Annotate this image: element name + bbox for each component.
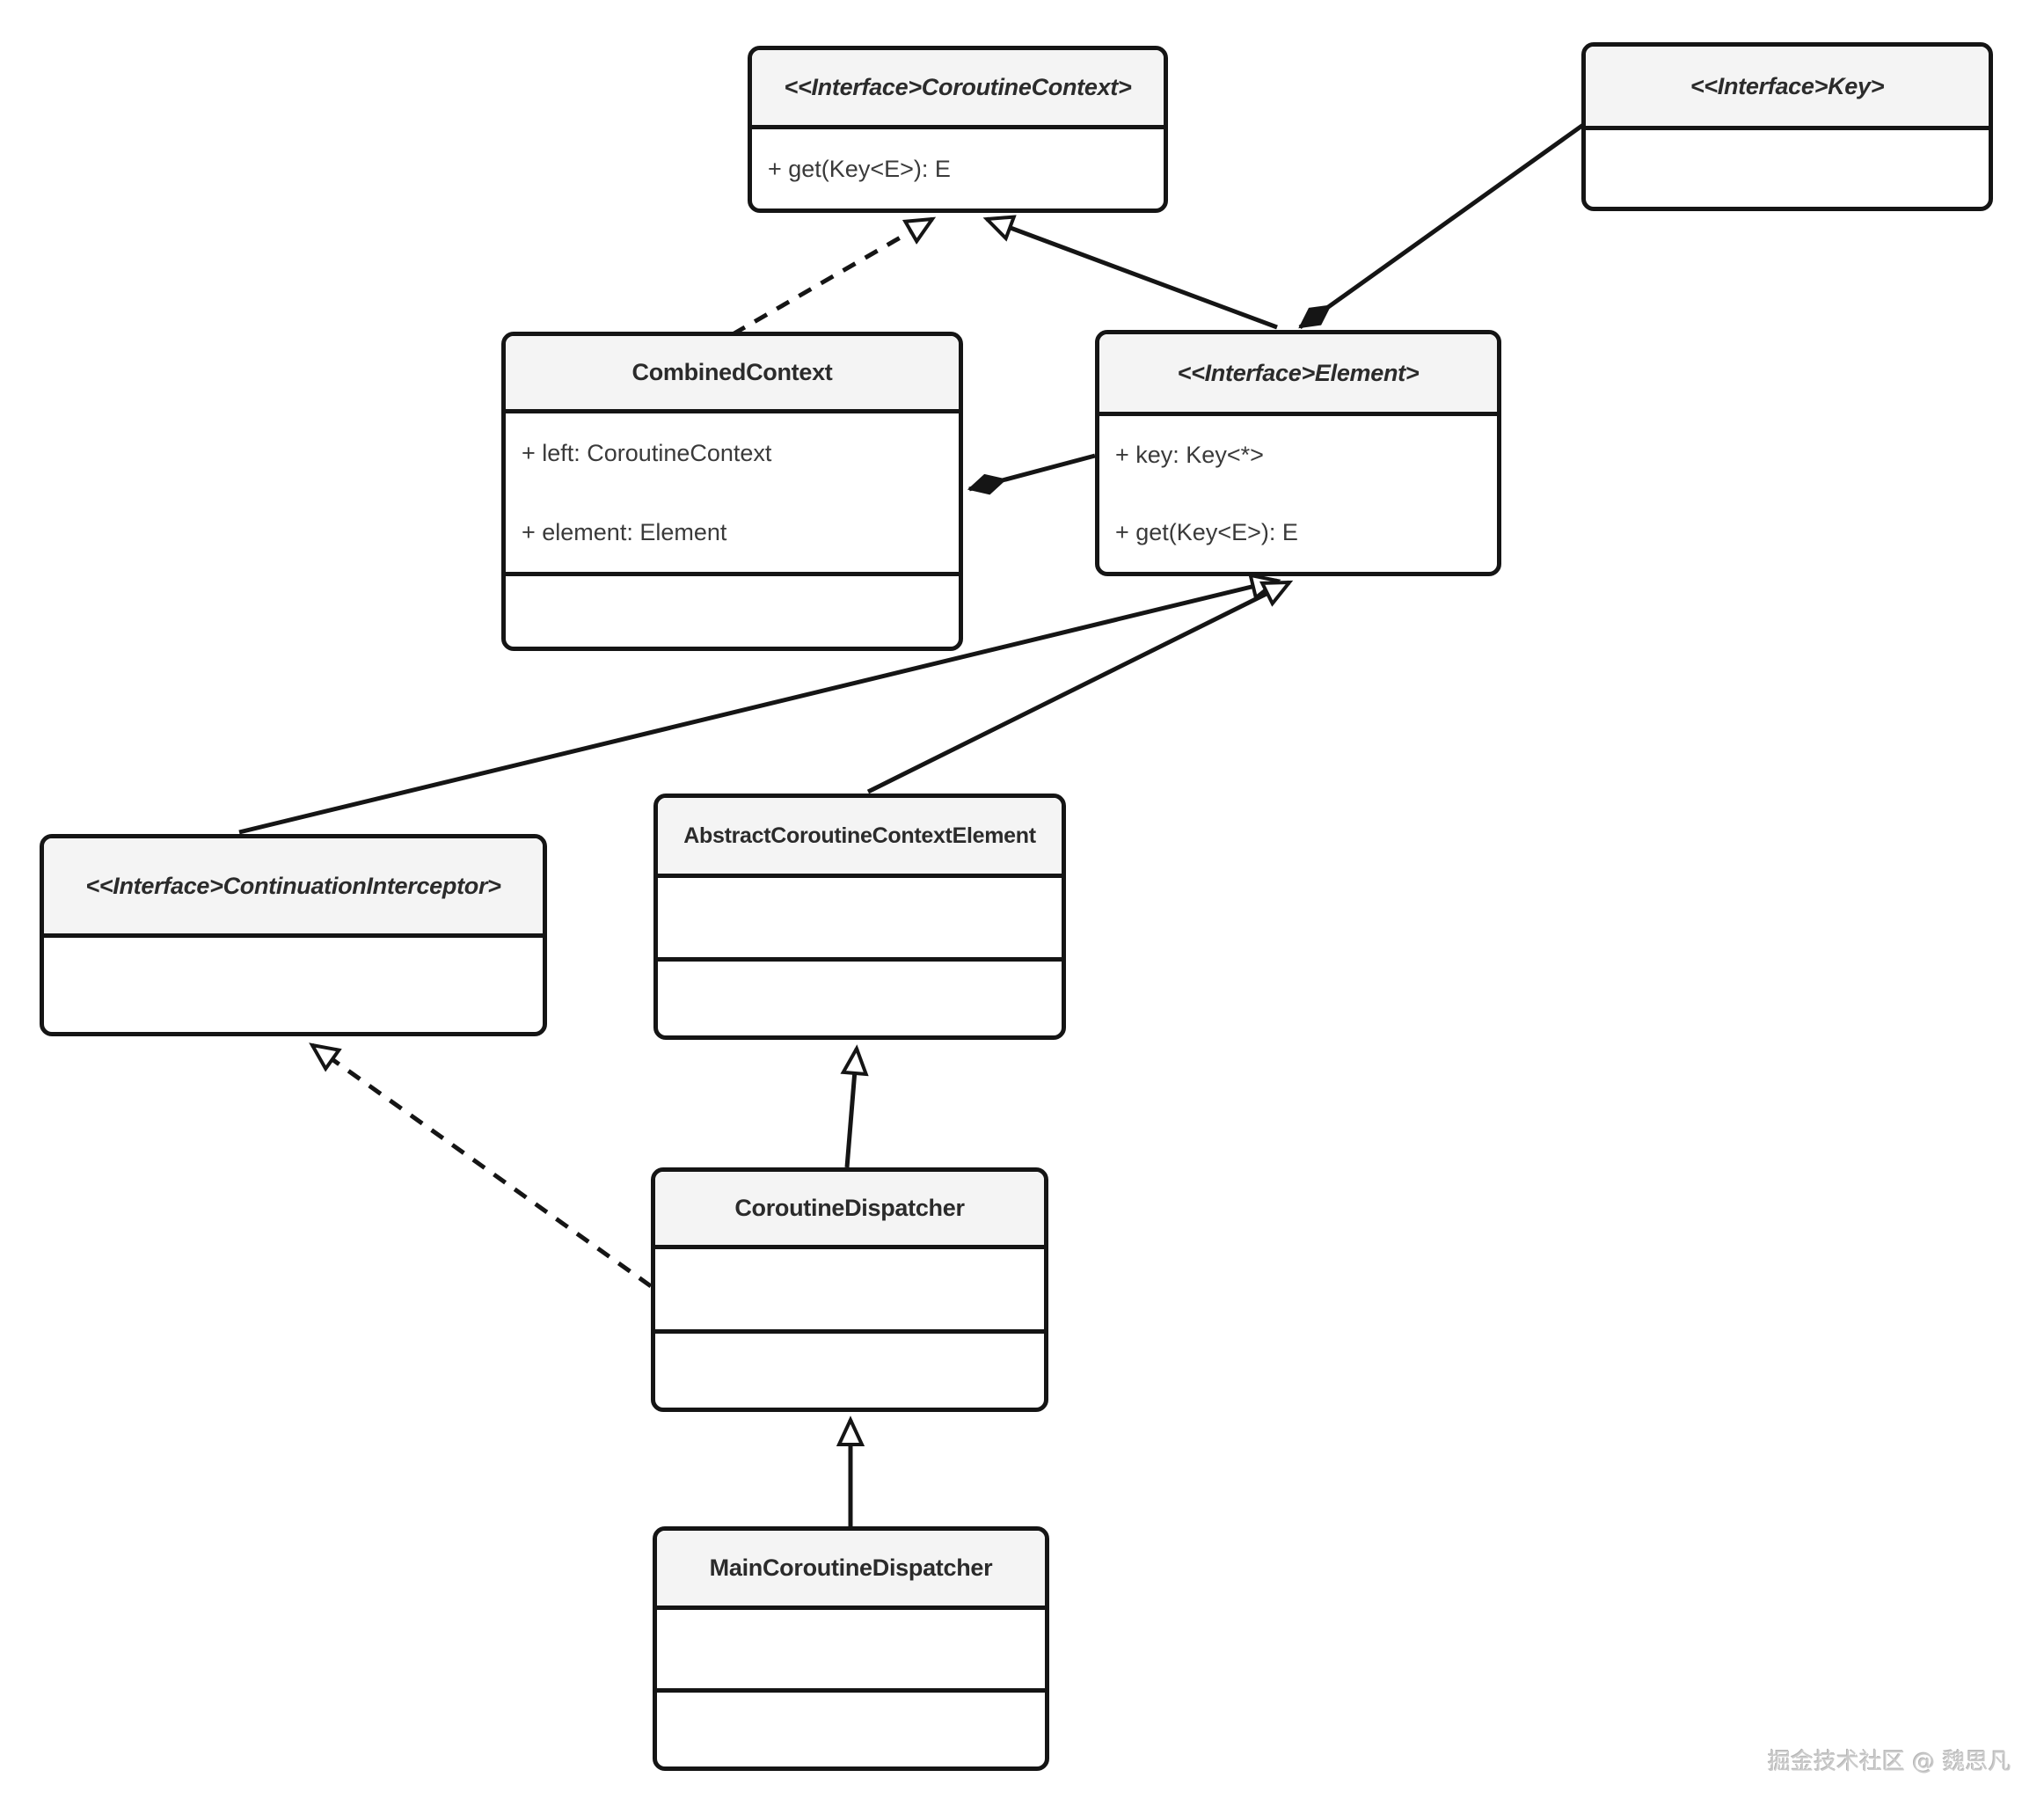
method-label: + get(Key<E>): E [768, 155, 951, 182]
attributes-section: + left: CoroutineContext + element: Elem… [506, 413, 959, 572]
empty-section [655, 1249, 1044, 1329]
composition-line-key-to-element [1298, 122, 1585, 330]
empty-section [506, 572, 959, 647]
class-title: AbstractCoroutineContextElement [683, 823, 1036, 848]
class-header: CombinedContext [506, 336, 959, 413]
empty-section [655, 1329, 1044, 1408]
members-section: + key: Key<*> + get(Key<E>): E [1099, 416, 1497, 572]
class-header: <<Interface>Element> [1099, 334, 1497, 416]
realization-arrow-combinedcontext-to-coroutinecontext [731, 219, 932, 337]
class-title: CombinedContext [631, 359, 833, 385]
class-title: <<Interface>CoroutineContext> [784, 74, 1132, 100]
class-title: <<Interface>ContinuationInterceptor> [85, 872, 501, 899]
empty-section [44, 938, 543, 1032]
class-header: <<Interface>Key> [1586, 47, 1989, 130]
class-header: <<Interface>ContinuationInterceptor> [44, 838, 543, 938]
empty-section [658, 878, 1062, 957]
class-box-coroutinecontext: <<Interface>CoroutineContext> + get(Key<… [748, 46, 1168, 213]
class-title: <<Interface>Key> [1690, 72, 1885, 99]
class-header: MainCoroutineDispatcher [657, 1531, 1045, 1610]
empty-section [657, 1688, 1045, 1766]
class-header: <<Interface>CoroutineContext> [752, 50, 1164, 129]
attribute-label: + element: Element [522, 518, 727, 545]
attribute-label: + key: Key<*> [1115, 441, 1264, 468]
class-title: CoroutineDispatcher [734, 1195, 965, 1221]
class-header: AbstractCoroutineContextElement [658, 798, 1062, 878]
empty-section [658, 957, 1062, 1035]
watermark-text: 掘金技术社区 @ 魏思凡 [1768, 1749, 2011, 1775]
class-title: <<Interface>Element> [1177, 359, 1420, 386]
class-box-maincoroutinedispatcher: MainCoroutineDispatcher [653, 1526, 1049, 1771]
class-title: MainCoroutineDispatcher [709, 1554, 993, 1581]
class-box-abstractcoroutinecontextelement: AbstractCoroutineContextElement [653, 794, 1066, 1040]
composition-line-element-to-combinedcontext [967, 453, 1096, 495]
generalization-arrow-element-to-coroutinecontext [987, 219, 1278, 330]
class-header: CoroutineDispatcher [655, 1172, 1044, 1249]
attribute-label: + left: CoroutineContext [522, 439, 772, 466]
class-box-key: <<Interface>Key> [1581, 42, 1993, 211]
class-box-element: <<Interface>Element> + key: Key<*> + get… [1095, 330, 1501, 576]
method-label: + get(Key<E>): E [1115, 519, 1298, 546]
class-box-coroutinedispatcher: CoroutineDispatcher [651, 1167, 1048, 1412]
class-box-combinedcontext: CombinedContext + left: CoroutineContext… [501, 332, 963, 651]
generalization-arrow-coroutinedispatcher-to-abstractcoroutinecontextelement [847, 1049, 857, 1168]
methods-section: + get(Key<E>): E [752, 129, 1164, 208]
realization-arrow-coroutinedispatcher-to-continuationinterceptor [312, 1045, 653, 1289]
class-box-continuationinterceptor: <<Interface>ContinuationInterceptor> [40, 834, 547, 1036]
empty-section [1586, 130, 1989, 207]
empty-section [657, 1610, 1045, 1688]
